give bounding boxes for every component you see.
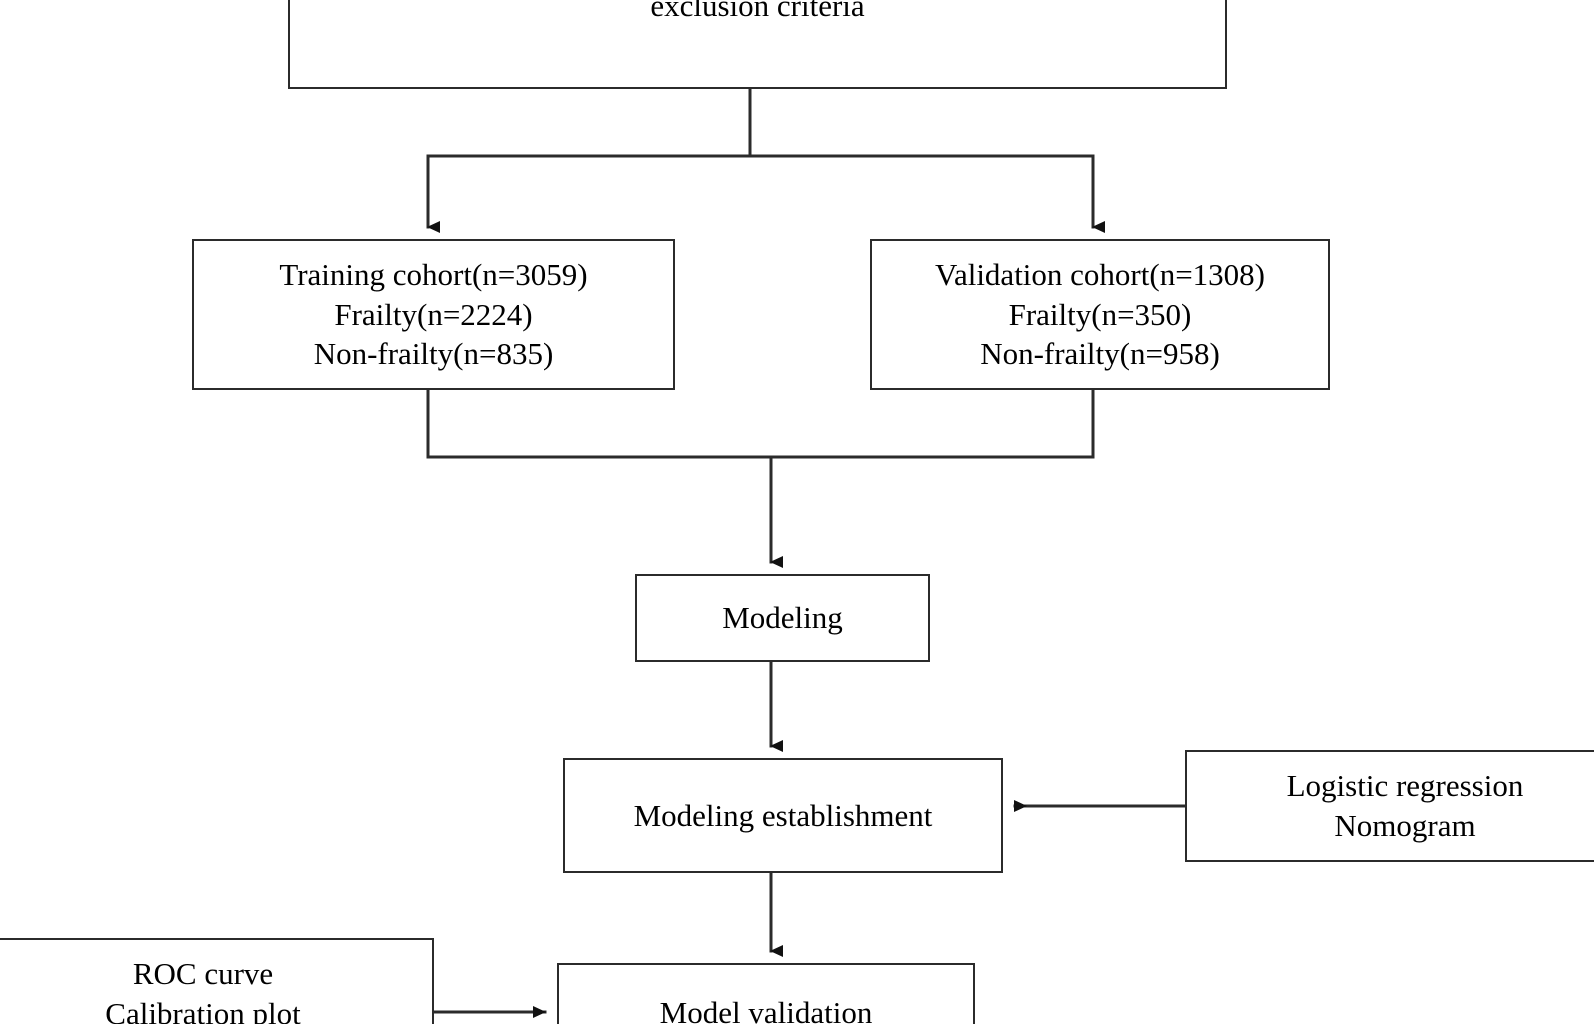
node-training-cohort-line-1: Training cohort(n=3059) (279, 256, 588, 292)
node-modeling-establishment-line-1: Modeling establishment (633, 797, 933, 833)
node-roc-line-1: ROC curve (132, 956, 274, 991)
node-model-validation: Model validation (557, 963, 975, 1024)
node-modeling-line-1: Modeling (722, 600, 843, 636)
node-enrollment-line-2: exclusion criteria (650, 0, 865, 23)
node-enrollment: 4367 people were enrolled in this study … (288, 0, 1227, 89)
node-modeling-establishment: Modeling establishment (563, 758, 1003, 873)
node-validation-cohort-line-2: Frailty(n=350) (1008, 296, 1192, 332)
node-modeling: Modeling (635, 574, 930, 662)
node-validation-cohort-line-1: Validation cohort(n=1308) (935, 256, 1265, 292)
node-training-cohort-line-2: Frailty(n=2224) (334, 296, 533, 332)
node-roc-line-2: Calibration plot (105, 995, 301, 1024)
node-roc-calibration: ROC curve Calibration plot (0, 938, 434, 1024)
node-training-cohort-line-3: Non-frailty(n=835) (313, 336, 554, 372)
node-logistic-regression-nomogram: Logistic regression Nomogram (1185, 750, 1594, 862)
node-model-validation-line-1: Model validation (659, 995, 873, 1024)
node-training-cohort: Training cohort(n=3059) Frailty(n=2224) … (192, 239, 675, 390)
node-logistic-line-1: Logistic regression (1286, 768, 1524, 804)
node-validation-cohort-line-3: Non-frailty(n=958) (980, 336, 1220, 372)
node-logistic-line-2: Nomogram (1334, 808, 1476, 843)
node-validation-cohort: Validation cohort(n=1308) Frailty(n=350)… (870, 239, 1330, 390)
